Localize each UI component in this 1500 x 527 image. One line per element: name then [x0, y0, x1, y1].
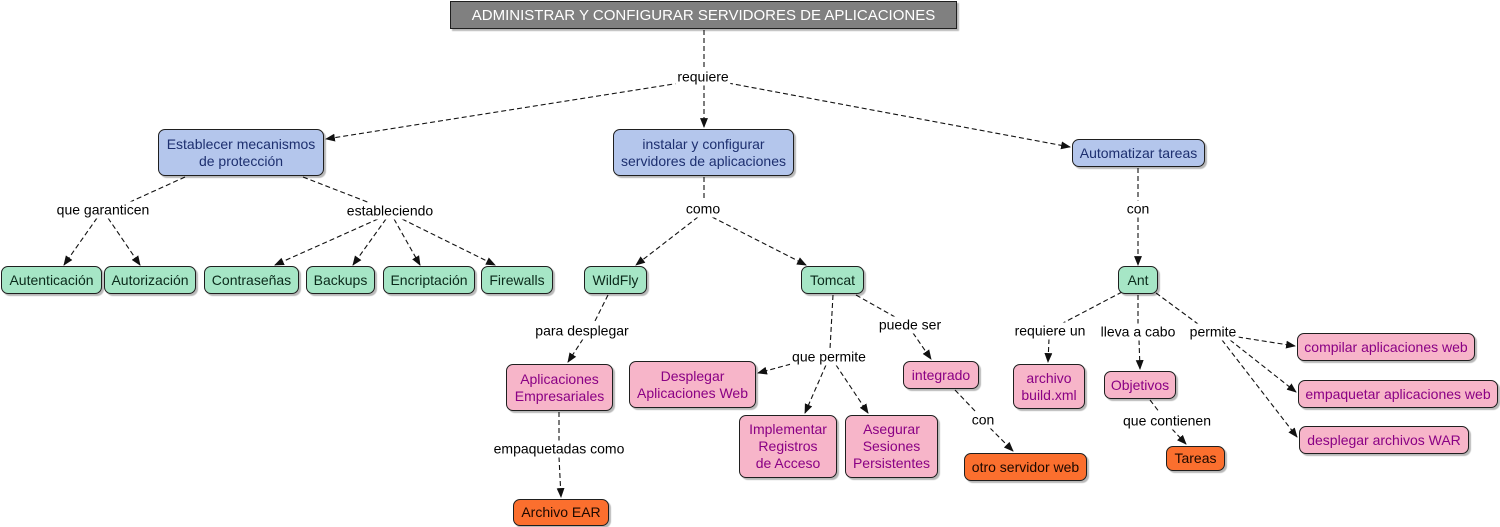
concept-establecer-mecanismos[interactable]: Establecer mecanismos de protección: [158, 129, 324, 176]
connector-que-contienen-to-tareas: [1171, 428, 1187, 445]
concept-implementar-registros[interactable]: Implementar Registros de Acceso: [739, 415, 837, 478]
link-empaquetadas-como: empaquetadas como: [491, 440, 627, 458]
link-como: como: [683, 200, 723, 218]
connector-tomcat-to-que-permite: [829, 294, 834, 350]
connector-estableciendo-to-contrasenas: [274, 218, 379, 266]
connector-que-permite-to-implementar: [804, 364, 827, 414]
connector-wildfly-to-para-desplegar: [593, 294, 609, 324]
concept-desplegar-archivos-war[interactable]: desplegar archivos WAR: [1299, 426, 1469, 454]
connector-garanticen-to-autenticacion: [63, 217, 98, 266]
connector-puede-ser-to-integrado: [912, 332, 932, 360]
root-concept[interactable]: ADMINISTRAR Y CONFIGURAR SERVIDORES DE A…: [450, 1, 957, 29]
concept-autenticacion[interactable]: Autenticación: [1, 266, 102, 294]
link-estableciendo: estableciendo: [344, 202, 436, 220]
connector-integrado-to-con: [954, 389, 977, 413]
concept-integrado[interactable]: integrado: [903, 361, 979, 389]
connector-ant-to-permite: [1155, 292, 1199, 325]
connector-con-to-otro-servidor: [989, 427, 1014, 452]
link-con-integrado: con: [969, 411, 997, 429]
concept-encriptacion[interactable]: Encriptación: [383, 266, 475, 294]
connector-permite-to-empaquetar: [1229, 339, 1297, 393]
concept-otro-servidor-web[interactable]: otro servidor web: [964, 453, 1087, 481]
concept-wildfly[interactable]: WildFly: [584, 266, 647, 294]
connector-empaquetadas-to-ear: [556, 456, 565, 498]
connector-mecanismos-to-garanticen: [129, 176, 186, 203]
link-puede-ser: puede ser: [876, 316, 944, 334]
concept-contrasenas[interactable]: Contraseñas: [204, 266, 299, 294]
connector-tomcat-to-puede-ser: [855, 294, 896, 318]
concept-aplicaciones-empresariales[interactable]: Aplicaciones Empresariales: [506, 364, 613, 411]
connector-permite-to-war: [1221, 339, 1298, 438]
link-que-garanticen: que garanticen: [54, 201, 152, 219]
concept-objetivos[interactable]: Objetivos: [1104, 371, 1176, 399]
connector-como-to-tomcat: [711, 216, 807, 266]
concept-archivo-ear[interactable]: Archivo EAR: [513, 499, 609, 526]
link-requiere: requiere: [675, 68, 731, 86]
concept-tareas[interactable]: Tareas: [1166, 446, 1225, 471]
concept-archivo-build-xml[interactable]: archivo build.xml: [1013, 364, 1085, 409]
connector-requiere-to-automatizar: [727, 82, 1071, 150]
connector-estableciendo-to-encriptacion: [393, 218, 421, 266]
concept-empaquetar-aplicaciones-web[interactable]: empaquetar aplicaciones web: [1298, 380, 1498, 408]
connector-objetivos-to-que-contienen: [1149, 399, 1161, 414]
connector-que-permite-to-asegurar: [835, 364, 869, 414]
concept-tomcat[interactable]: Tomcat: [801, 266, 864, 294]
connector-ant-to-requiere-un: [1062, 291, 1123, 324]
link-requiere-un: requiere un: [1012, 322, 1088, 340]
concept-asegurar-sesiones[interactable]: Asegurar Sesiones Persistentes: [845, 415, 938, 478]
connector-lleva-a-cabo-to-objetivos: [1135, 339, 1144, 370]
link-permite: permite: [1187, 323, 1239, 341]
concept-desplegar-aplicaciones-web[interactable]: Desplegar Aplicaciones Web: [629, 361, 756, 408]
connector-como-to-wildfly: [635, 216, 699, 266]
connector-mecanismos-to-estableciendo: [302, 176, 371, 204]
concept-backups[interactable]: Backups: [306, 266, 375, 294]
concept-automatizar-tareas[interactable]: Automatizar tareas: [1072, 139, 1205, 167]
concept-firewalls[interactable]: Firewalls: [481, 266, 553, 294]
connector-para-desplegar-to-aplicaciones: [567, 338, 584, 363]
link-para-desplegar: para desplegar: [533, 322, 631, 340]
connector-estableciendo-to-backups: [352, 218, 387, 266]
link-lleva-a-cabo: lleva a cabo: [1098, 323, 1178, 341]
connector-permite-to-compilar: [1237, 336, 1296, 349]
concept-ant[interactable]: Ant: [1118, 266, 1158, 294]
link-que-permite: que permite: [790, 348, 868, 366]
connector-requiere-to-mecanismos: [325, 82, 681, 142]
concept-compilar-aplicaciones-web[interactable]: compilar aplicaciones web: [1297, 333, 1475, 361]
connector-estableciendo-to-firewalls: [401, 218, 496, 266]
connector-requiere-un-to-build: [1044, 338, 1053, 363]
link-que-contienen: que contienen: [1121, 412, 1213, 430]
concept-instalar-configurar[interactable]: instalar y configurar servidores de apli…: [613, 129, 794, 176]
connector-garanticen-to-autorizacion: [107, 217, 141, 266]
concept-autorizacion[interactable]: Autorización: [104, 266, 196, 294]
link-con-ant: con: [1124, 200, 1152, 218]
